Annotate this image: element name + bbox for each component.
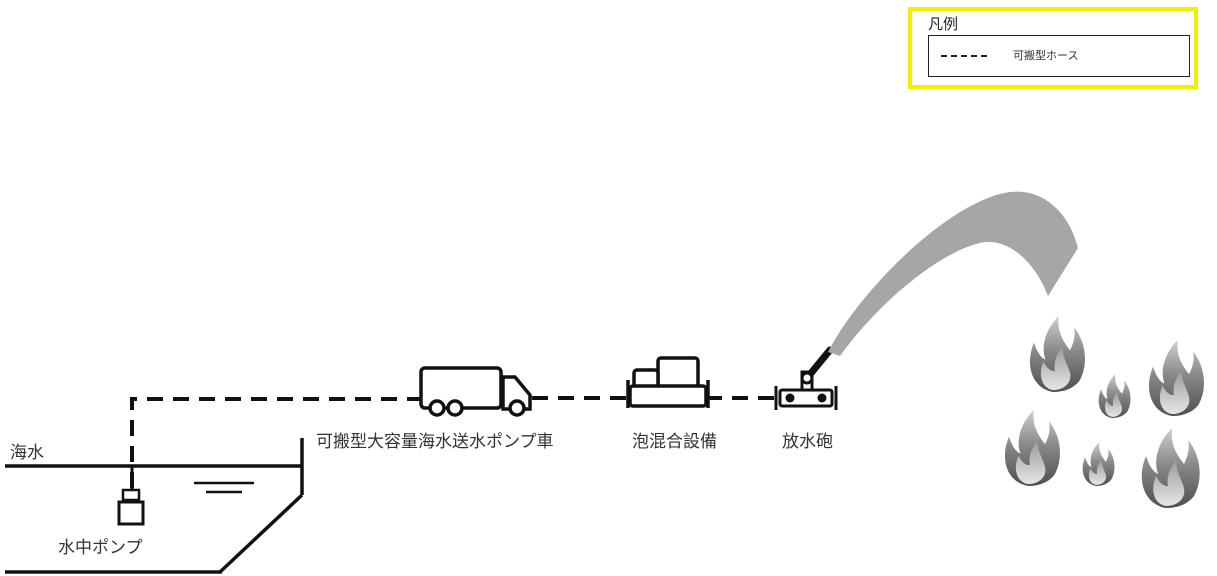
foam-mixer-label: 泡混合設備 bbox=[632, 432, 717, 452]
legend-item-label: 可搬型ホース bbox=[1013, 49, 1079, 62]
legend-dashed-line-swatch bbox=[941, 55, 987, 57]
legend: 凡例 可搬型ホース bbox=[908, 7, 1198, 89]
foam-mixer-icon bbox=[626, 356, 710, 408]
sea-pit bbox=[5, 438, 304, 574]
hose-pump-to-truck bbox=[130, 397, 420, 488]
seawater-label: 海水 bbox=[10, 443, 44, 463]
truck-icon bbox=[419, 366, 532, 417]
water-cannon-label: 放水砲 bbox=[782, 432, 833, 452]
legend-item: 可搬型ホース bbox=[928, 35, 1190, 77]
water-spray bbox=[828, 191, 1078, 356]
legend-title: 凡例 bbox=[928, 15, 959, 33]
submersible-pump-label: 水中ポンプ bbox=[58, 538, 143, 558]
pit-slope bbox=[218, 493, 304, 574]
hose-route bbox=[130, 396, 778, 488]
fire-icon bbox=[1004, 316, 1204, 508]
water-cannon-icon bbox=[774, 346, 838, 410]
pump-truck-label: 可搬型大容量海水送水ポンプ車 bbox=[316, 432, 554, 452]
submersible-pump-icon bbox=[117, 466, 145, 526]
